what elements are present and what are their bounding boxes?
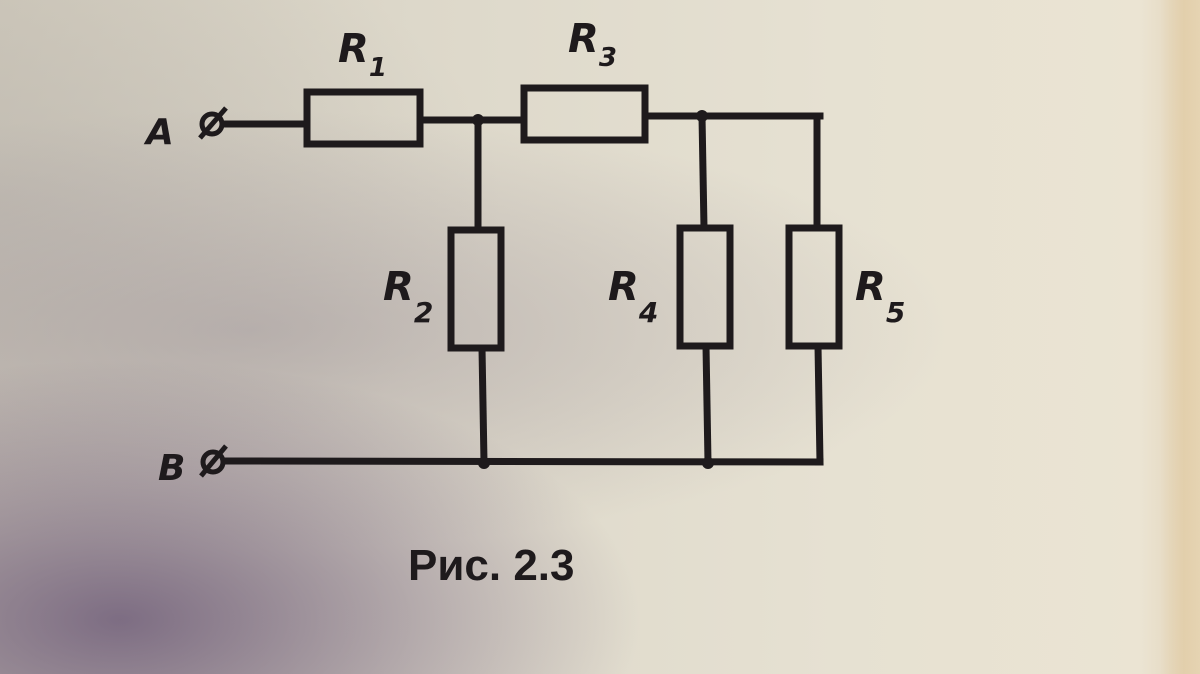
terminal-a-slash	[198, 106, 228, 140]
r3-label: R3	[568, 16, 617, 73]
figure-caption: Рис. 2.3	[408, 541, 574, 590]
wire-r2-bottom	[478, 344, 488, 466]
resistor-r1	[303, 88, 424, 148]
terminal-a-icon	[199, 111, 225, 137]
wire-r4-bottom	[702, 342, 712, 466]
junction-bottom-1	[478, 457, 490, 469]
wire-r5-bottom	[814, 342, 824, 466]
page-edge	[1160, 0, 1200, 674]
bottom-rail	[221, 457, 824, 466]
terminal-b-slash	[199, 444, 228, 478]
r5-label: R5	[855, 264, 905, 329]
resistor-r4	[676, 224, 734, 350]
terminal-b-label: B	[158, 448, 185, 489]
resistor-r5	[785, 224, 843, 350]
r1-label: R1	[338, 26, 387, 83]
resistor-r2	[447, 226, 505, 352]
wire-n2-r4	[698, 112, 708, 232]
junction-n2	[696, 110, 708, 122]
r2-label: R2	[383, 264, 433, 329]
r4-label: R4	[608, 264, 658, 329]
junction-bottom-2	[702, 457, 714, 469]
resistor-r3	[520, 84, 649, 144]
junction-n1	[472, 114, 484, 126]
terminal-a-label: A	[143, 112, 174, 153]
terminal-b-icon	[200, 449, 226, 475]
